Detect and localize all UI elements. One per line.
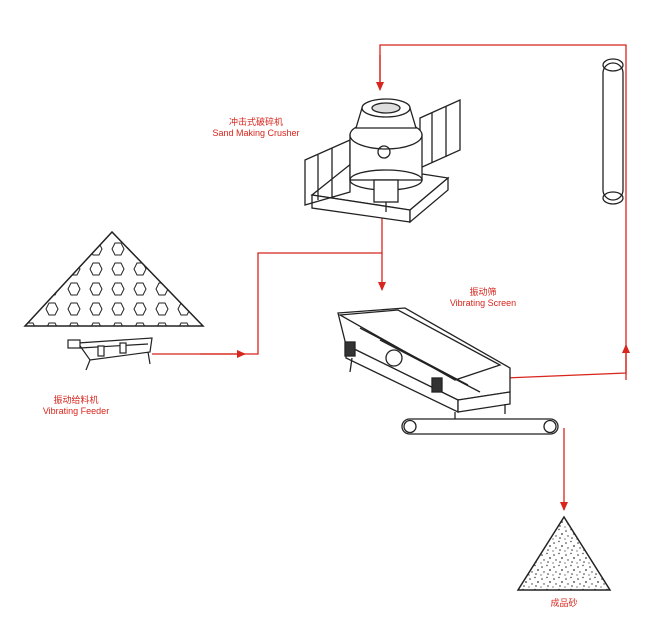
- label-finished-sand: 成品砂: [534, 598, 594, 609]
- return-belt-conveyor: [602, 58, 624, 205]
- label-vibrating-feeder: 振动给料机 Vibrating Feeder: [30, 395, 122, 417]
- product-belt-conveyor: [401, 418, 559, 435]
- finished-sand-pile: [516, 515, 612, 591]
- label-vibrating-screen: 振动筛 Vibrating Screen: [442, 287, 524, 309]
- label-sand-making-crusher: 冲击式破碎机 Sand Making Crusher: [208, 117, 304, 139]
- flow-lines: [152, 44, 630, 511]
- label-screen-cn: 振动筛: [469, 287, 497, 297]
- sand-making-crusher-machine: [304, 98, 461, 224]
- label-screen-en: Vibrating Screen: [449, 298, 517, 308]
- label-product-cn: 成品砂: [550, 598, 578, 608]
- vibrating-feeder-machine: [67, 337, 153, 371]
- label-feeder-en: Vibrating Feeder: [42, 406, 110, 416]
- label-crusher-cn: 冲击式破碎机: [228, 117, 283, 127]
- label-feeder-cn: 振动给料机: [53, 395, 99, 405]
- raw-material-pile: [23, 230, 205, 327]
- label-crusher-en: Sand Making Crusher: [212, 128, 300, 138]
- vibrating-screen-machine: [337, 307, 511, 420]
